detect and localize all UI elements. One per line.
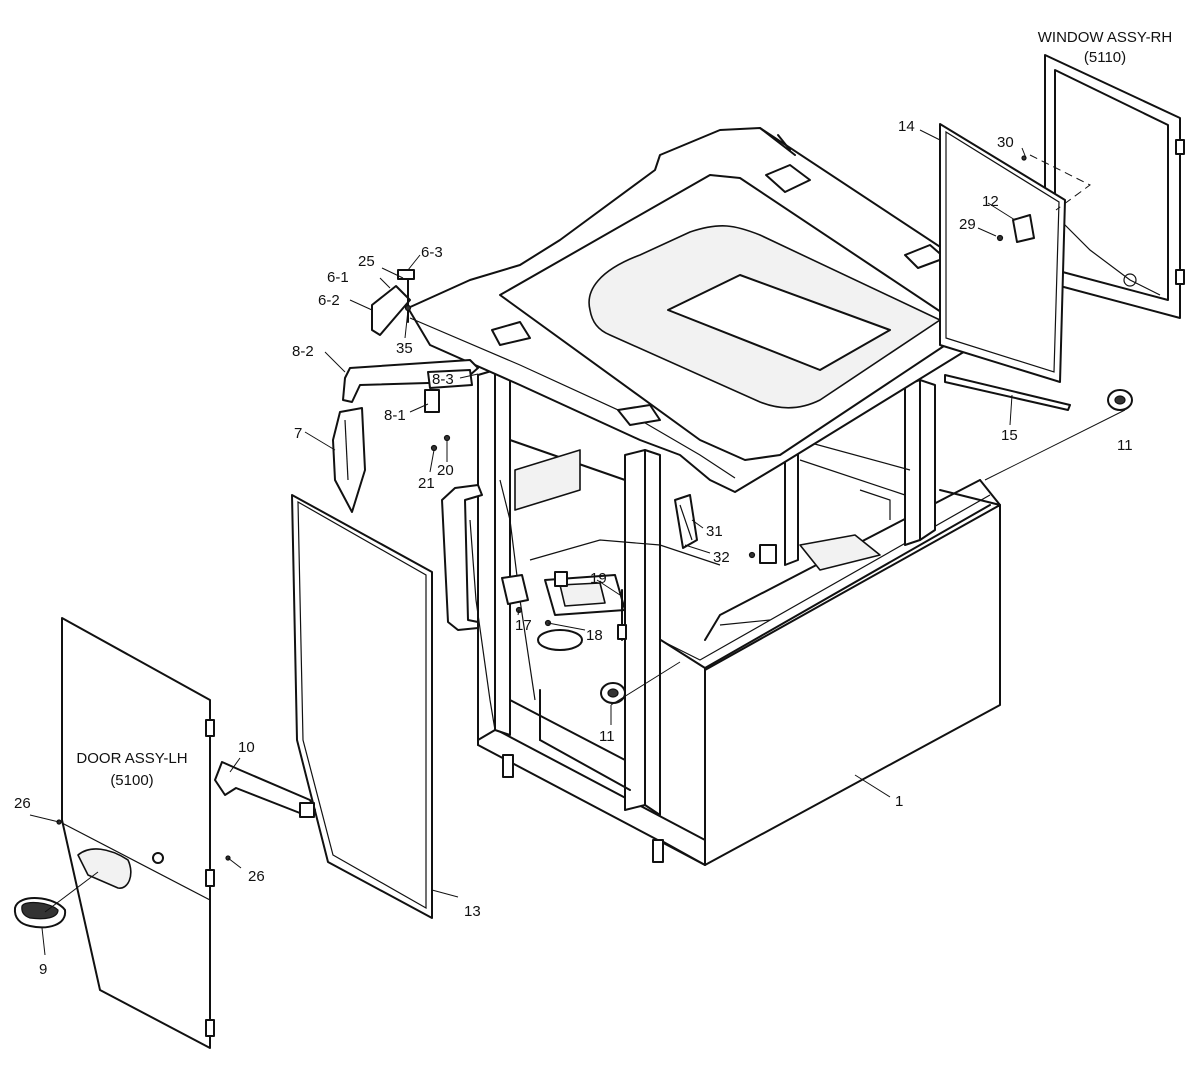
callout-25: 25 — [358, 253, 375, 270]
callout-7: 7 — [294, 425, 302, 442]
callout-1: 1 — [895, 793, 903, 810]
part-20-fastener — [443, 434, 451, 442]
cab-frame — [477, 369, 936, 816]
small-parts — [501, 494, 756, 641]
part-11-grip-right — [1107, 389, 1133, 411]
callout-8-2: 8-2 — [292, 343, 314, 360]
part-11-grip-center — [600, 682, 626, 704]
callout-18: 18 — [586, 627, 603, 644]
callout-35: 35 — [396, 340, 413, 357]
callout-6-3: 6-3 — [421, 244, 443, 261]
cab-lower-box — [477, 479, 1001, 866]
grab-handle — [441, 484, 496, 731]
door-assy-lh-title: DOOR ASSY-LH — [76, 750, 187, 767]
callout-8-1: 8-1 — [384, 407, 406, 424]
part-8-mirror-arm — [342, 359, 479, 413]
part-6-mirror — [371, 269, 415, 336]
part-21-fastener — [430, 444, 438, 452]
window-assy-rh-code: (5110) — [1084, 49, 1126, 66]
callout-17: 17 — [515, 617, 532, 634]
leader-lines — [29, 129, 1126, 956]
callout-19: 19 — [590, 570, 607, 587]
window-assy-rh — [1044, 54, 1185, 319]
callout-12: 12 — [982, 193, 999, 210]
callout-21: 21 — [418, 475, 435, 492]
part-35-fastener — [404, 304, 412, 312]
door-assy-lh — [61, 617, 215, 1049]
callout-32: 32 — [713, 549, 730, 566]
callout-29: 29 — [959, 216, 976, 233]
part-14-glass — [939, 123, 1091, 383]
assembly-labels: WINDOW ASSY-RH (5110) DOOR ASSY-LH (5100… — [76, 29, 1172, 789]
callout-6-1: 6-1 — [327, 269, 349, 286]
callout-6-2: 6-2 — [318, 292, 340, 309]
part-15-strip — [944, 374, 1071, 411]
callout-31: 31 — [706, 523, 723, 540]
callout-11-center: 11 — [599, 728, 615, 745]
part-7-mirror — [332, 407, 366, 513]
part-9-door-handle — [13, 897, 67, 929]
callout-30: 30 — [997, 134, 1014, 151]
part-13-door-glass — [291, 494, 433, 919]
callout-11-right: 11 — [1117, 437, 1133, 454]
callout-26-left: 26 — [14, 795, 31, 812]
part-10-door-stay — [214, 761, 316, 818]
callout-labels: 1 6-1 6-2 6-3 7 8-1 8-2 8-3 9 10 11 11 1… — [14, 118, 1133, 978]
callout-26-right: 26 — [248, 868, 265, 885]
callout-13: 13 — [464, 903, 481, 920]
callout-9: 9 — [39, 961, 47, 978]
callout-8-3: 8-3 — [432, 371, 454, 388]
callout-20: 20 — [437, 462, 454, 479]
callout-14: 14 — [898, 118, 915, 135]
callout-15: 15 — [1001, 427, 1018, 444]
window-assy-rh-title: WINDOW ASSY-RH — [1038, 29, 1172, 46]
door-assy-lh-code: (5100) — [110, 772, 153, 789]
callout-10: 10 — [238, 739, 255, 756]
